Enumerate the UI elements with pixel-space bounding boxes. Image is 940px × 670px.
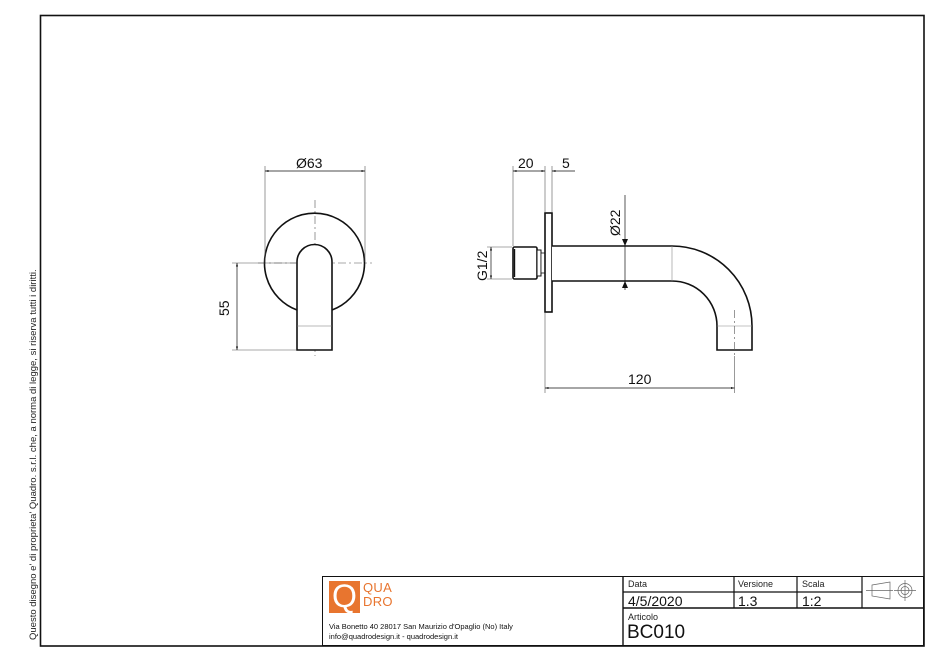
title-block: Q QUA DRO Via Bonetto 40 28017 San Mauri… xyxy=(322,576,924,646)
dim-20: 20 xyxy=(518,155,534,171)
scale-value: 1:2 xyxy=(802,593,822,609)
front-diameter-dimension: Ø63 xyxy=(296,155,322,171)
date-value: 4/5/2020 xyxy=(628,593,683,609)
side-diameter-dimension: Ø22 xyxy=(607,210,623,236)
first-angle-projection-icon xyxy=(866,580,916,601)
dim-5: 5 xyxy=(562,155,570,171)
date-label: Data xyxy=(628,579,648,589)
dim-g12: G1/2 xyxy=(474,250,490,281)
side-view xyxy=(487,166,753,393)
dim-55: 55 xyxy=(216,300,232,316)
article-label: Articolo xyxy=(628,612,659,622)
article-value: BC010 xyxy=(627,622,686,643)
company-cell: Q QUA DRO Via Bonetto 40 28017 San Mauri… xyxy=(323,577,623,645)
version-value: 1.3 xyxy=(738,593,758,609)
diameter-symbol: Ø xyxy=(607,225,623,236)
logo-mark: Q xyxy=(329,578,360,614)
company-address: Via Bonetto 40 28017 San Maurizio d'Opag… xyxy=(329,622,513,631)
drawing-frame xyxy=(39,14,925,647)
dim-63: 63 xyxy=(306,155,323,171)
company-contacts: info@quadrodesign.it - quadrodesign.it xyxy=(329,632,458,641)
front-view xyxy=(232,166,372,356)
copyright-note: Questo disegno e' di proprieta' Quadro. … xyxy=(28,269,39,640)
logo-line1: QUA xyxy=(363,580,393,595)
logo-q: Q xyxy=(332,578,357,614)
dim-22: 22 xyxy=(607,209,623,226)
version-label: Versione xyxy=(738,579,774,589)
logo-line2: DRO xyxy=(363,594,393,609)
diameter-symbol: Ø xyxy=(296,155,307,171)
logo-wordmark: QUA DRO xyxy=(363,581,393,609)
title-block-grid xyxy=(622,576,924,646)
dim-120: 120 xyxy=(628,371,652,387)
scale-label: Scala xyxy=(802,579,825,589)
